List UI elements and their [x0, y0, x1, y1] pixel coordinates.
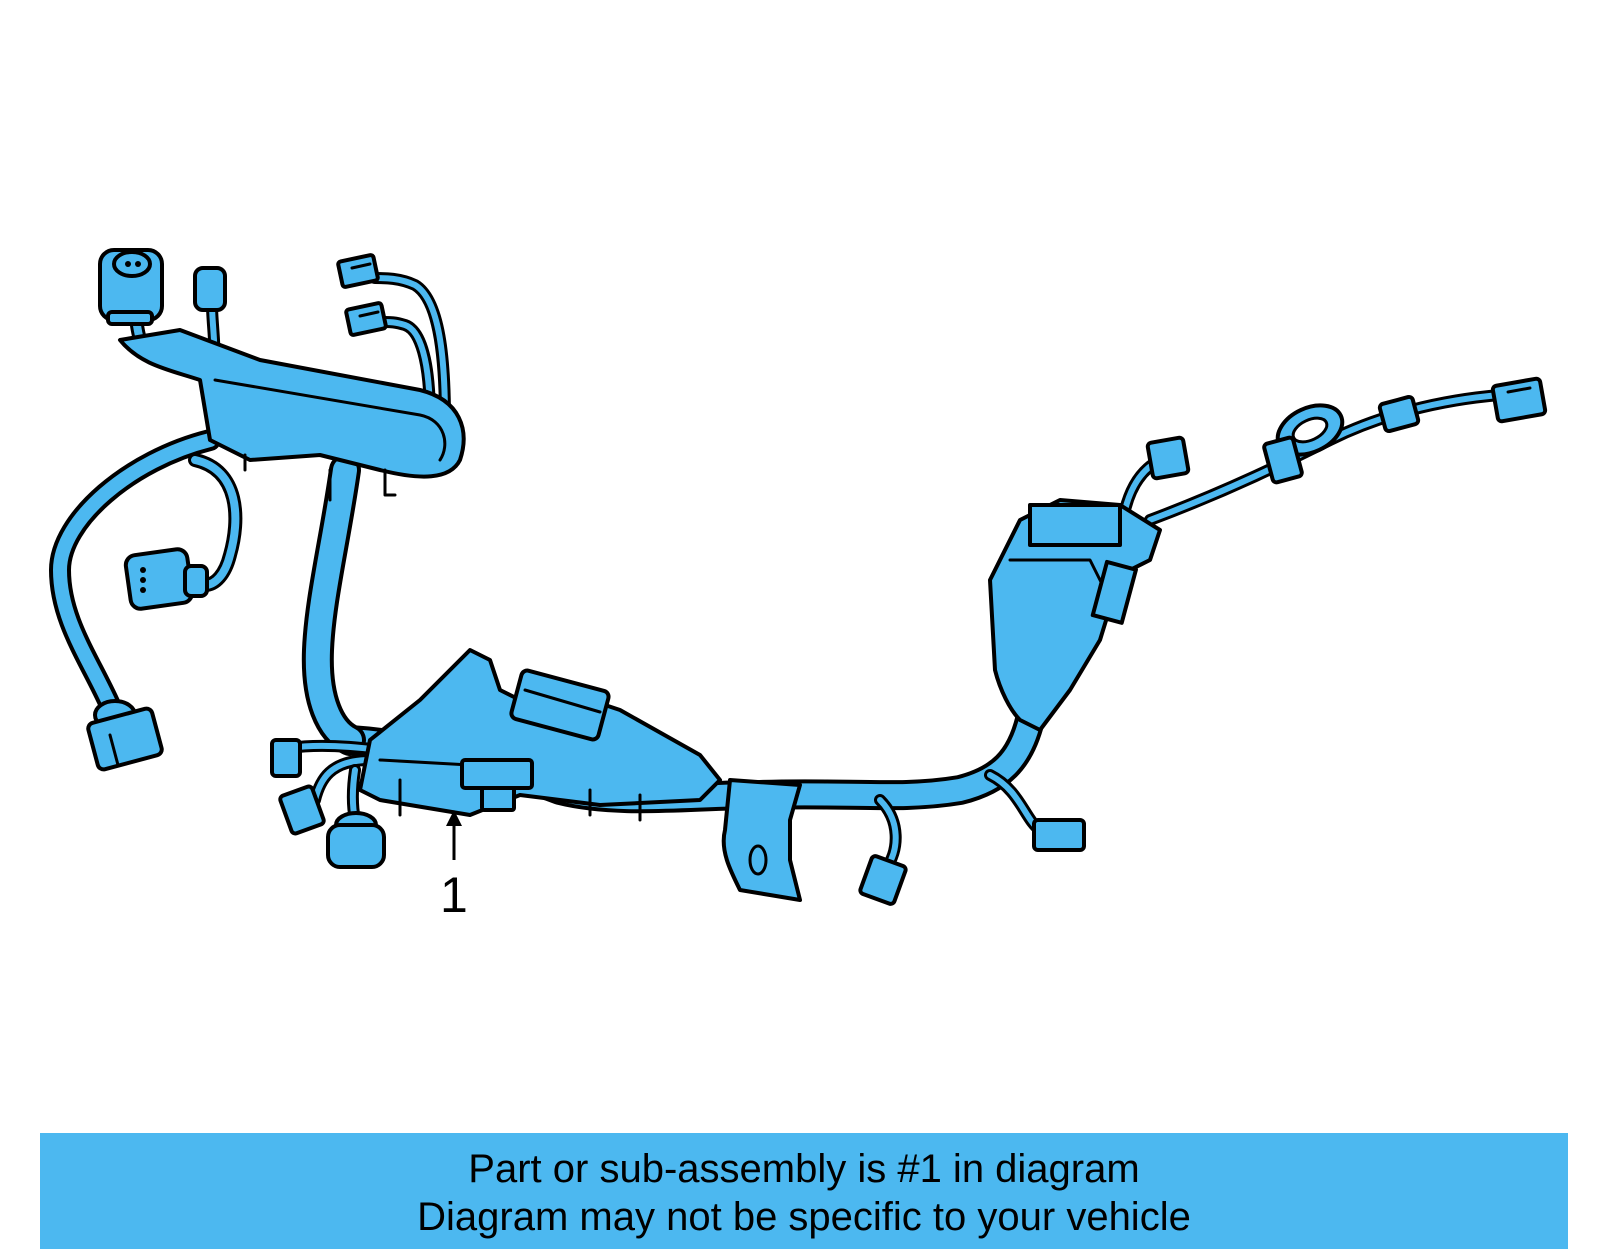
connector-lower-3 [326, 811, 386, 869]
connector-right-plug [1145, 435, 1191, 481]
connector-lower-left [86, 699, 164, 772]
connectors [86, 248, 1548, 906]
right-side-clip [1090, 559, 1138, 625]
connector-lower-right-2 [1032, 818, 1086, 852]
mounting-bracket [721, 778, 802, 902]
center-junction-block [358, 648, 722, 817]
part-callout: 1 [440, 810, 468, 923]
connector-lower-right-1 [858, 854, 908, 906]
connector-middle-left [123, 547, 209, 611]
connector-lower-2 [278, 784, 326, 836]
connector-center-relay [460, 668, 611, 812]
callout-arrowhead [446, 810, 462, 826]
connector-right-sleeve [1377, 394, 1421, 434]
connector-lower-1 [270, 738, 302, 778]
banner-line-2: Diagram may not be specific to your vehi… [417, 1195, 1191, 1239]
connector-top-pair [336, 253, 388, 337]
connector-top-left [98, 248, 164, 326]
right-harness-channel [988, 498, 1162, 732]
connector-top-plug [193, 266, 227, 312]
right-relay-housing [1028, 503, 1122, 547]
connector-far-right [1490, 376, 1548, 424]
upper-harness-channel [118, 328, 466, 479]
info-banner: Part or sub-assembly is #1 in diagram Di… [40, 1133, 1568, 1249]
part-number-label: 1 [440, 867, 468, 923]
connector-right-grommet [1262, 403, 1345, 485]
banner-line-1: Part or sub-assembly is #1 in diagram [468, 1147, 1140, 1191]
harness-body [118, 328, 1162, 902]
